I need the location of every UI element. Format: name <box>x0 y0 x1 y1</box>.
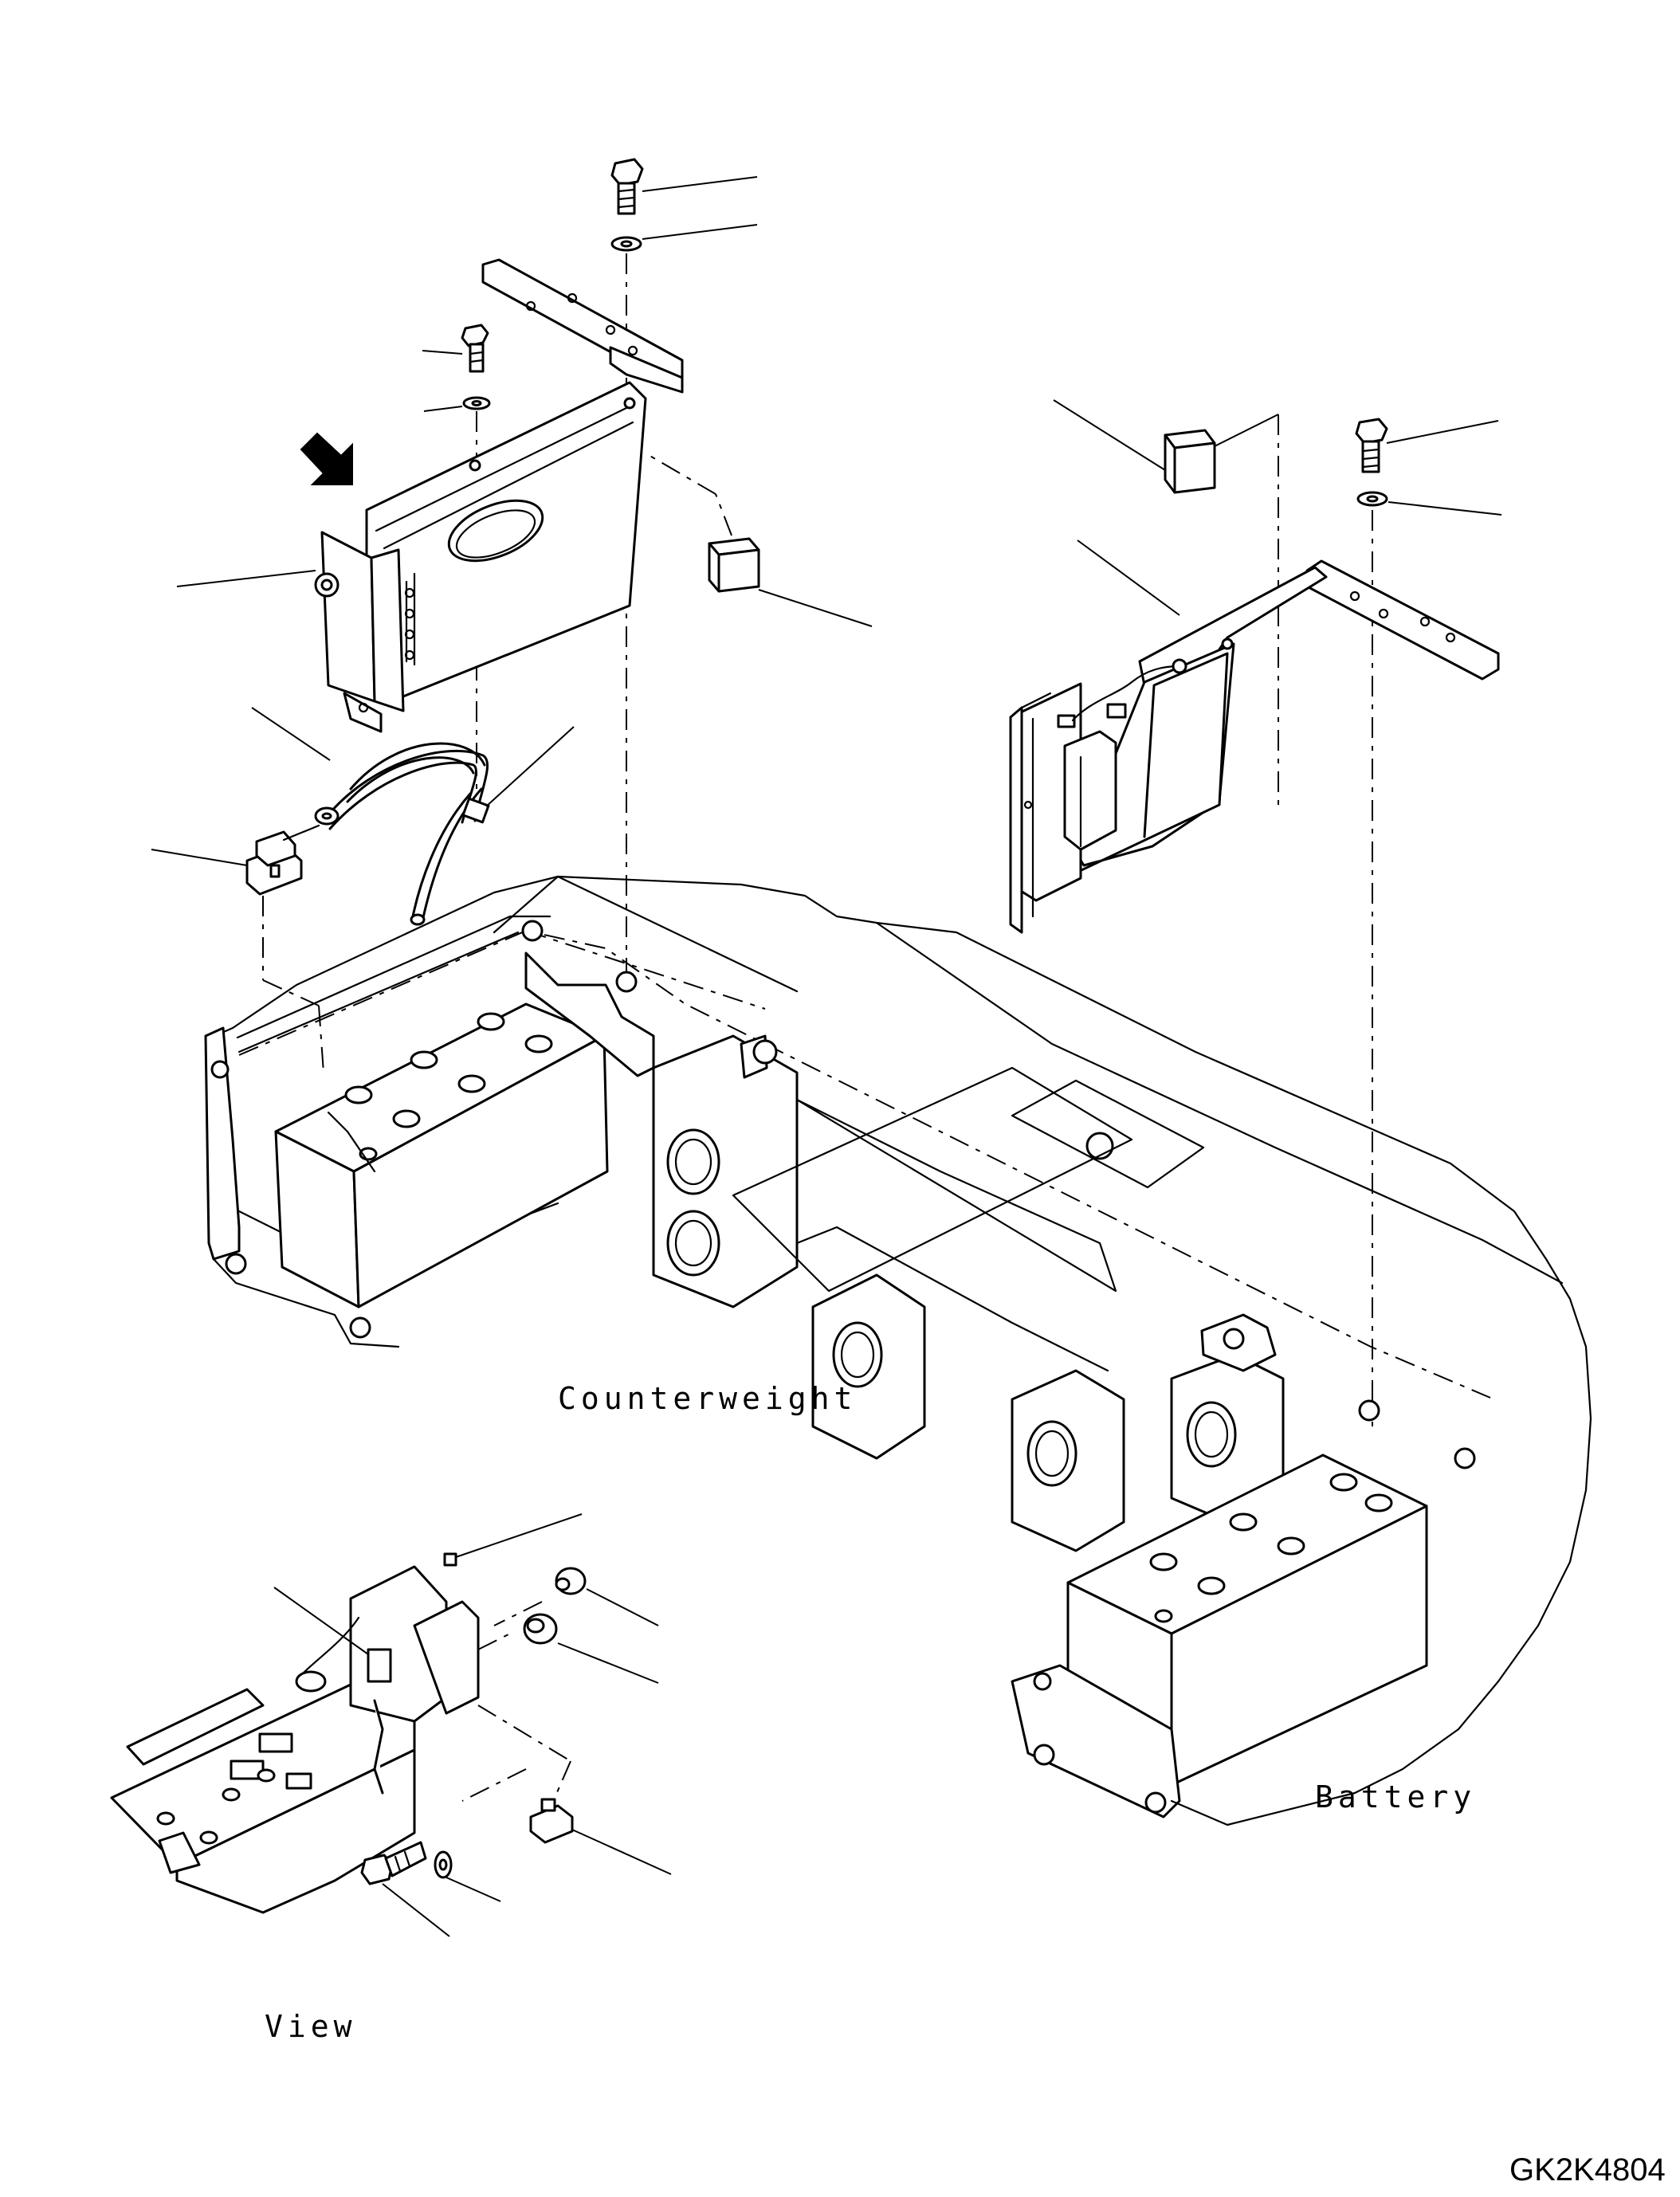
pad-center <box>708 537 760 593</box>
cover-bracket-right <box>1009 559 1500 934</box>
washer-top-right <box>1356 491 1388 507</box>
washer-left <box>462 396 491 410</box>
battery-left <box>274 1002 609 1308</box>
pad-right <box>1164 429 1216 494</box>
counterweight <box>204 875 1592 1826</box>
battery-label: Battery <box>1315 1779 1476 1814</box>
bolt-left <box>461 324 489 373</box>
cover-bracket-left <box>314 258 684 733</box>
connector-left <box>245 824 320 896</box>
wire-harness <box>314 742 490 926</box>
connector-detail <box>529 1798 574 1844</box>
bolt-detail <box>360 1841 427 1885</box>
arrow-down-right-icon <box>300 432 353 485</box>
view-label: View <box>265 2009 357 2044</box>
bolt-top-center <box>610 158 644 215</box>
small-cap <box>443 1552 457 1567</box>
grommet-middle <box>523 1613 558 1645</box>
counterweight-label: Counterweight <box>558 1381 857 1416</box>
washer-detail <box>434 1850 453 1879</box>
view-detail <box>110 1565 480 1914</box>
grommet-top <box>555 1567 587 1595</box>
washer-top-center <box>610 236 642 252</box>
drawing-code: GK2K4804 <box>1509 2152 1666 2187</box>
bolt-top-right <box>1355 418 1388 473</box>
